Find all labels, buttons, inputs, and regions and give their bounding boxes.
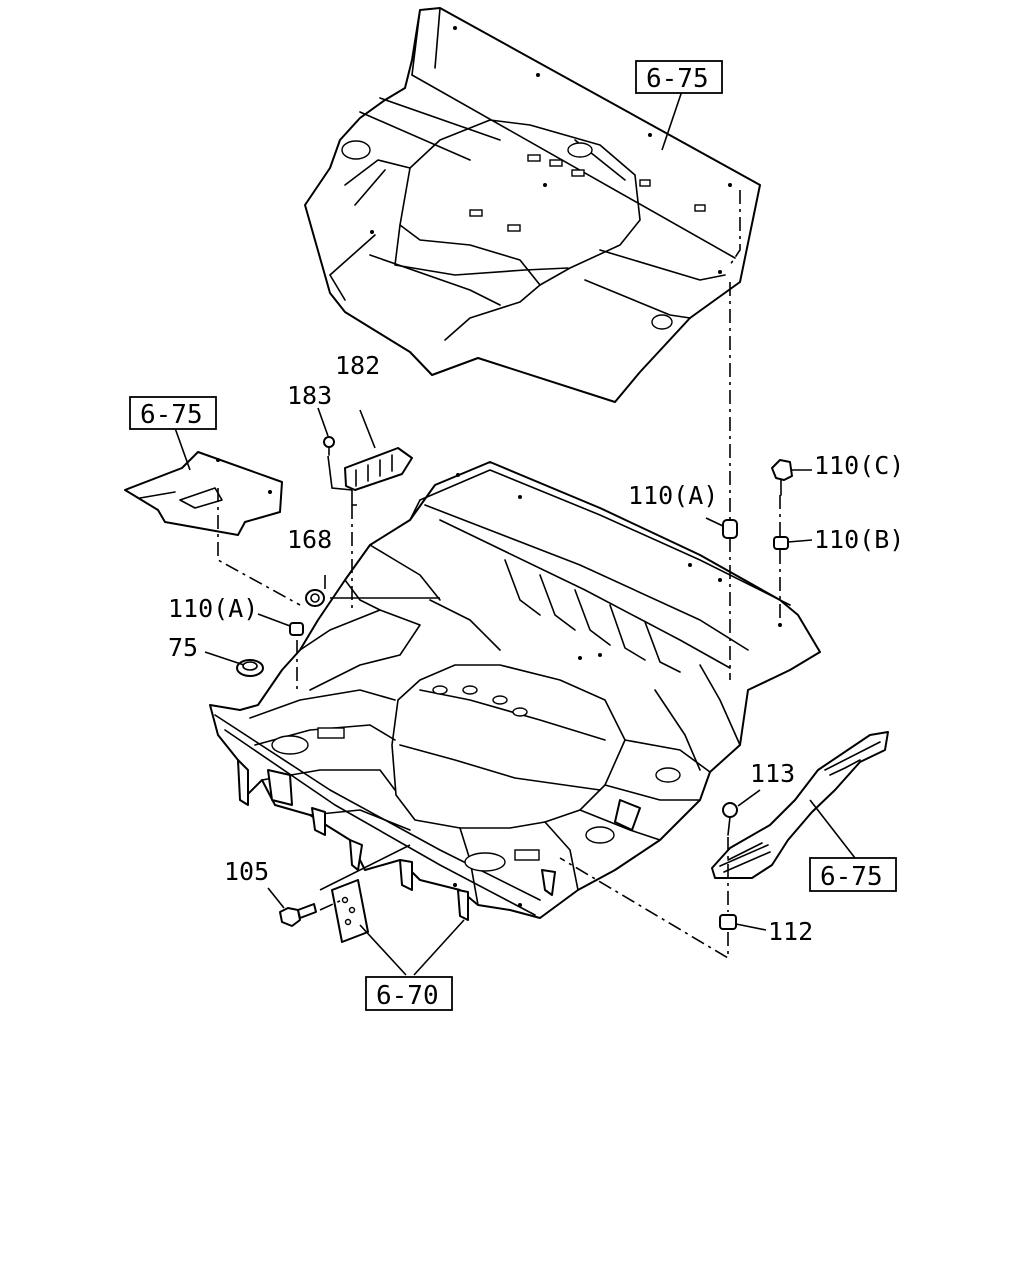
alignment-lines <box>217 190 781 960</box>
wiring-clip-182 <box>344 447 413 491</box>
callout-110c: 110(C) <box>814 451 904 480</box>
ref-top-label: 6-75 <box>646 64 709 94</box>
plug-75 <box>236 659 264 677</box>
callout-113: 113 <box>750 759 795 788</box>
ref-box-left[interactable]: 6-75 <box>129 396 217 430</box>
callout-183: 183 <box>287 381 332 410</box>
ref-bottom-label: 6-70 <box>376 981 439 1011</box>
rear-floor-panel <box>209 461 821 921</box>
callout-110b: 110(B) <box>814 525 904 554</box>
clip-110c <box>771 459 793 496</box>
plug-110a-right <box>722 519 738 539</box>
ref-box-top[interactable]: 6-75 <box>635 60 723 94</box>
bracket-plate <box>331 879 369 943</box>
ref-left-label: 6-75 <box>140 400 203 430</box>
callout-182: 182 <box>335 351 380 380</box>
plug-110b <box>773 536 789 550</box>
callout-110a-right: 110(A) <box>628 481 718 510</box>
plug-110a-left <box>289 622 304 636</box>
leader-lines <box>174 87 856 976</box>
floor-insulator-top <box>304 7 761 403</box>
bolt-105 <box>279 903 317 927</box>
ref-box-bottom[interactable]: 6-70 <box>365 976 453 1011</box>
side-step-plate <box>711 731 889 879</box>
callout-112: 112 <box>768 917 813 946</box>
small-insulator-left <box>124 451 283 536</box>
callout-168: 168 <box>287 525 332 554</box>
ref-box-right[interactable]: 6-75 <box>809 857 897 892</box>
screw-183 <box>323 436 335 456</box>
grommet-168 <box>305 589 325 607</box>
nut-112 <box>719 914 737 930</box>
callout-110a-left: 110(A) <box>168 594 258 623</box>
callout-75: 75 <box>168 633 198 662</box>
screw-113 <box>722 802 738 836</box>
ref-right-label: 6-75 <box>820 862 883 892</box>
callout-105: 105 <box>224 857 269 886</box>
